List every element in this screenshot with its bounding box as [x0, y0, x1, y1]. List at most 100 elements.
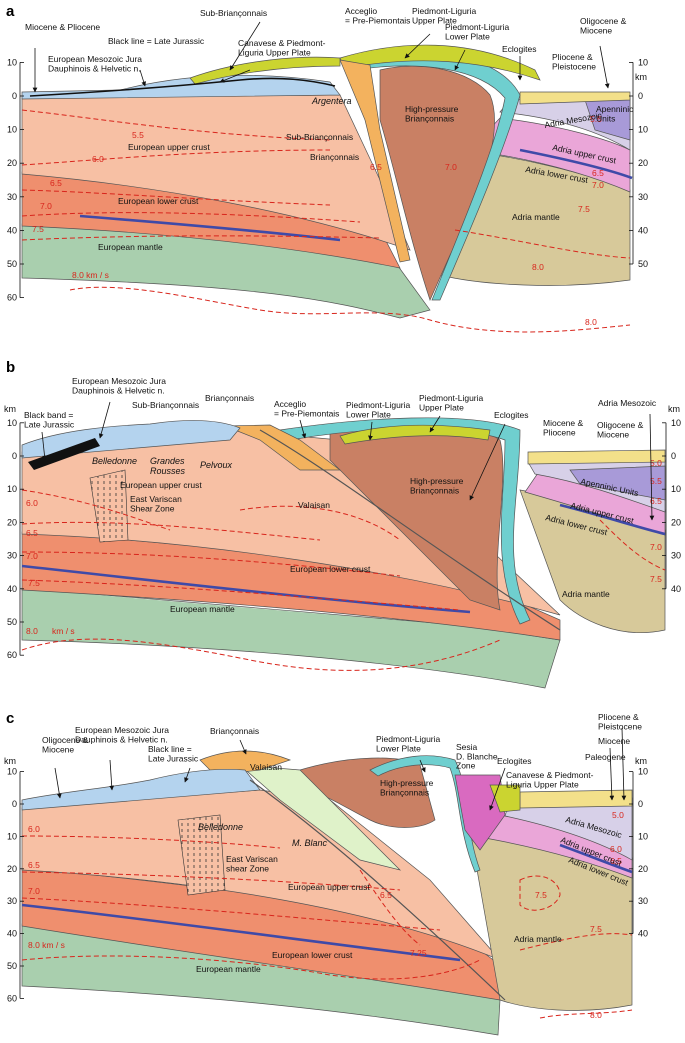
moho-euro-b	[21, 564, 471, 614]
lbl-euro-lower-a: European lower crust	[118, 196, 199, 206]
svg-text:5.5: 5.5	[590, 114, 602, 124]
svg-text:7.0: 7.0	[445, 162, 457, 172]
depth-tick-label: 10	[638, 125, 648, 135]
lbl-brianconnais-b: Briançonnais	[205, 393, 254, 403]
depth-tick-label: 30	[7, 551, 17, 561]
svg-text:5.0: 5.0	[612, 810, 624, 820]
velocity-labels-a: 5.5 6.0 6.5 7.0 7.5 6.5 7.0 5.5 6.5 7.0 …	[32, 114, 604, 327]
depth-tick-label: 60	[7, 293, 17, 303]
lbl-oligocene-b: Oligocene &Miocene	[597, 420, 644, 439]
lbl-adria-mantle-c: Adria mantle	[514, 934, 562, 944]
svg-text:8.0 km / s: 8.0 km / s	[28, 940, 65, 950]
svg-text:6.0: 6.0	[26, 498, 38, 508]
lbl-eclogites-c: Eclogites	[497, 756, 532, 766]
leader-lines-a	[32, 21, 610, 93]
svg-text:7.0: 7.0	[26, 551, 38, 561]
velocity-labels-b: 6.0 6.5 7.0 7.5 8.0 5.0 5.5 6.5 7.0 7.5 …	[26, 458, 662, 636]
depth-tick-label: 10	[638, 831, 648, 841]
depth-tick-label: 0	[671, 451, 676, 461]
black-line-a	[29, 77, 336, 97]
adria-mesozoic-c	[504, 797, 633, 861]
brianconnais-orange-a	[339, 59, 411, 263]
lbl-euro-mantle-c: European mantle	[196, 964, 261, 974]
depth-tick-label: 40	[7, 584, 17, 594]
lbl-euro-mantle-a: European mantle	[98, 242, 163, 252]
depth-tick-label: 10	[671, 484, 681, 494]
east-variscan-zone-b	[89, 469, 129, 543]
isolines-b	[21, 489, 666, 671]
lbl-valaisan-b: Valaisan	[298, 500, 330, 510]
lbl-pelvoux-b: Pelvoux	[200, 460, 233, 470]
depth-tick-label: 60	[7, 650, 17, 660]
svg-text:6.5: 6.5	[28, 860, 40, 870]
depth-tick-label: 10	[7, 484, 17, 494]
depth-tick-label: 50	[7, 961, 17, 971]
lbl-euro-lower-b: European lower crust	[290, 564, 371, 574]
moho-euro-c	[21, 903, 461, 962]
svg-text:8.0 km / s: 8.0 km / s	[72, 270, 109, 280]
svg-text:km / s: km / s	[52, 626, 75, 636]
depth-tick-label: 40	[671, 584, 681, 594]
depth-tick-label: 0	[638, 799, 643, 809]
lbl-canavese-c: Canavese & Piedmont-Liguria Upper Plate	[506, 770, 594, 789]
depth-tick-label: 10	[671, 418, 681, 428]
lbl-sub-brianconnais-low-a: Sub-Briançonnais	[286, 132, 353, 142]
lbl-eclogites-b: Eclogites	[494, 410, 529, 420]
lbl-canavese-a: Canavese & Piedmont-Liguria Upper Plate	[238, 38, 326, 57]
lbl-brianconnais-a: Briançonnais	[310, 152, 359, 162]
depth-tick-label: 30	[7, 192, 17, 202]
apenninic-units-b	[569, 465, 666, 501]
depth-tick-label: 10	[638, 767, 648, 777]
depth-tick-label: 40	[7, 929, 17, 939]
ophiolite-rim-c	[369, 755, 481, 873]
lbl-acceglio-b: Acceglio= Pre-Piemontais	[274, 399, 339, 418]
lbl-pliocene-c: Pliocene &Pleistocene	[598, 712, 642, 731]
svg-text:6.0: 6.0	[610, 844, 622, 854]
depth-tick-label: 20	[7, 517, 17, 527]
lbl-oligocene-a: Oligocene &Miocene	[580, 16, 627, 35]
lbl-oligocene-c: Oligocene &Miocene	[42, 735, 89, 754]
lbl-euro-lower-c: European lower crust	[272, 950, 353, 960]
panel-b: b 6.0 6.5 7.0 7.5 8.0 5.0 5.5 6.5 7.0 7.…	[6, 359, 666, 689]
depth-axes: 1001020304050601001020304050km1001020304…	[4, 57, 681, 1003]
isolines-a	[21, 109, 631, 333]
panel-c: c 6.0 6.5 7.0 7.25 6.5 7.5 7.5 8.0 6.0 6…	[6, 710, 642, 1036]
upper-plate-cover-a	[339, 44, 541, 81]
svg-text:Miocene & Pliocene: Miocene & Pliocene	[25, 22, 100, 32]
panel-a: a 5.5 6.0 6.5 7.0 7.5 6.5 7.0 5.5	[6, 3, 634, 333]
depth-unit-label: km	[635, 72, 647, 82]
depth-tick-label: 40	[7, 225, 17, 235]
lbl-brianconnais-c: Briançonnais	[210, 726, 259, 736]
lbl-belledonne-b: Belledonne	[92, 456, 137, 466]
subduction-line-c	[249, 779, 506, 1001]
black-band-b	[28, 438, 100, 470]
depth-tick-label: 50	[7, 259, 17, 269]
lbl-adria-mantle-a: Adria mantle	[512, 212, 560, 222]
svg-text:8.0: 8.0	[590, 1010, 602, 1020]
svg-text:6.5: 6.5	[592, 168, 604, 178]
lbl-acceglio-a: Acceglio= Pre-Piemontais	[345, 6, 410, 25]
svg-text:8.0: 8.0	[585, 317, 597, 327]
lbl-miocene-pliocene-b: Miocene &Pliocene	[543, 418, 583, 437]
leader-lines-b	[41, 401, 655, 521]
depth-tick-label: 50	[7, 617, 17, 627]
svg-text:6.5: 6.5	[370, 162, 382, 172]
depth-tick-label: 40	[638, 929, 648, 939]
depth-tick-label: 40	[638, 225, 648, 235]
velocity-labels-c: 6.0 6.5 7.0 7.25 6.5 7.5 7.5 8.0 6.0 6.5…	[28, 810, 624, 1020]
depth-tick-label: 10	[638, 57, 648, 67]
depth-tick-label: 50	[638, 259, 648, 269]
depth-unit-label: km	[635, 756, 647, 766]
depth-tick-label: 30	[671, 551, 681, 561]
eclogite-cover-c	[489, 784, 521, 813]
svg-text:7.5: 7.5	[650, 574, 662, 584]
